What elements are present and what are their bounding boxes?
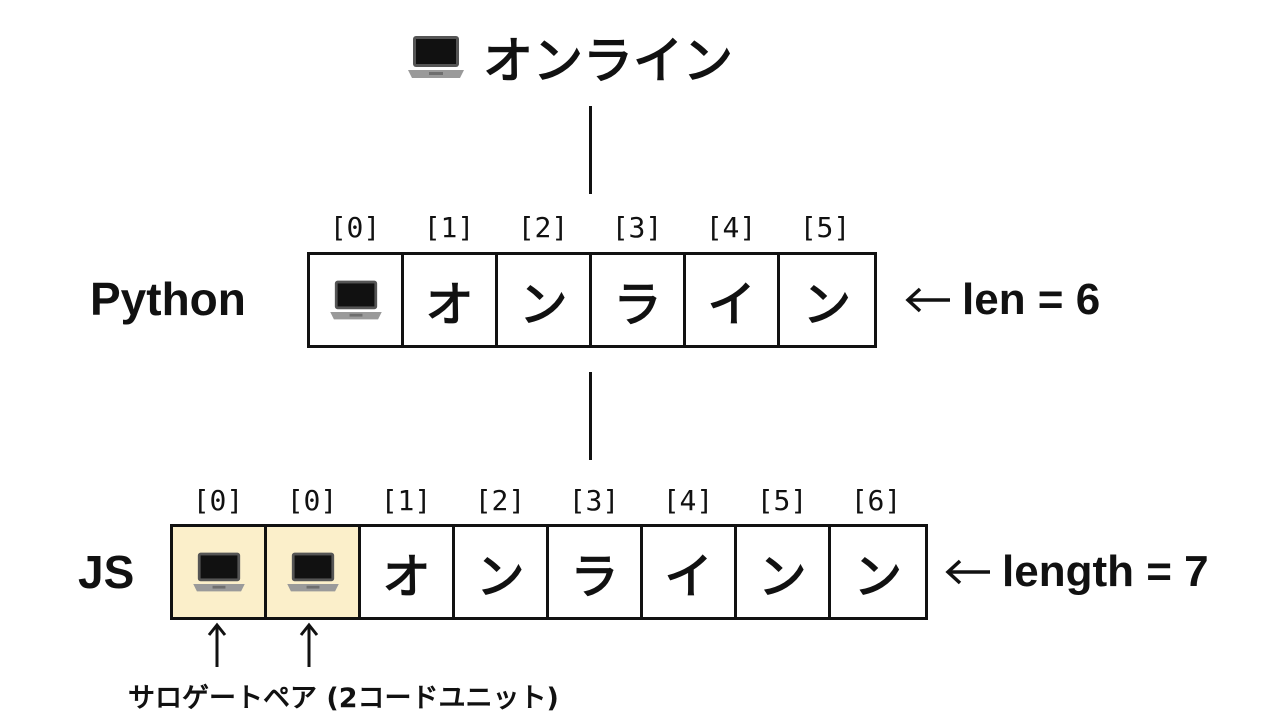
laptop-icon [190, 549, 248, 595]
python-cell: ン [498, 255, 592, 345]
python-index-label: [5] [799, 211, 851, 244]
js-cell: ン [737, 527, 831, 617]
python-index-label: [0] [329, 211, 381, 244]
python-cell-char: ン [802, 277, 851, 333]
js-index-label: [5] [756, 484, 808, 517]
python-cell: ン [780, 255, 874, 345]
arrow-up-icon [299, 622, 319, 667]
surrogate-pair-note: サロゲートペア (2コードユニット) [128, 683, 559, 714]
js-indices: [0] [0] [1] [2] [3] [4] [5] [6] [171, 483, 923, 517]
python-cell-char: ン [519, 277, 568, 333]
js-cell-char: オ [382, 549, 431, 605]
python-cell-char: イ [707, 277, 756, 333]
js-cell-char: ン [476, 549, 525, 605]
python-cell-char: ラ [613, 277, 662, 333]
js-cells: オンラインン [170, 524, 928, 620]
laptop-icon [327, 277, 385, 323]
js-index-label: [6] [850, 484, 902, 517]
js-length-label: length = 7 [944, 550, 1209, 594]
python-cell [310, 255, 404, 345]
js-cell: イ [643, 527, 737, 617]
js-cell-char: ン [853, 549, 902, 605]
js-cell: オ [361, 527, 455, 617]
python-index-label: [1] [423, 211, 475, 244]
js-index-label: [1] [380, 484, 432, 517]
title: オンライン [405, 22, 733, 92]
js-index-label: [4] [662, 484, 714, 517]
python-index-label: [2] [517, 211, 569, 244]
js-index-label: [0] [192, 484, 244, 517]
js-cell-char: ン [758, 549, 807, 605]
python-cells: オンライン [307, 252, 877, 348]
js-label: JS [78, 546, 135, 598]
python-cell-char: オ [425, 277, 474, 333]
js-index-label: [3] [568, 484, 620, 517]
python-length-text: len = 6 [962, 275, 1101, 324]
js-cell: ン [455, 527, 549, 617]
python-index-label: [4] [705, 211, 757, 244]
connector-line-top [589, 106, 592, 194]
connector-line-middle [589, 372, 592, 460]
js-cell [267, 527, 361, 617]
js-cell [173, 527, 267, 617]
js-index-label: [0] [286, 484, 338, 517]
python-label: Python [90, 273, 246, 325]
js-index-label: [2] [474, 484, 526, 517]
python-index-label: [3] [611, 211, 663, 244]
python-cell: オ [404, 255, 498, 345]
js-length-text: length = 7 [1002, 547, 1209, 596]
python-cell: ラ [592, 255, 686, 345]
python-length-label: len = 6 [904, 278, 1100, 322]
arrow-up-icon [207, 622, 227, 667]
python-cell: イ [686, 255, 780, 345]
laptop-icon [405, 32, 467, 82]
title-text: オンライン [483, 32, 733, 90]
laptop-icon [284, 549, 342, 595]
python-indices: [0] [1] [2] [3] [4] [5] [308, 210, 872, 244]
js-cell-char: ラ [570, 549, 619, 605]
js-cell: ン [831, 527, 925, 617]
js-cell-char: イ [664, 549, 713, 605]
js-cell: ラ [549, 527, 643, 617]
arrow-left-icon [904, 285, 952, 315]
arrow-left-icon [944, 557, 992, 587]
